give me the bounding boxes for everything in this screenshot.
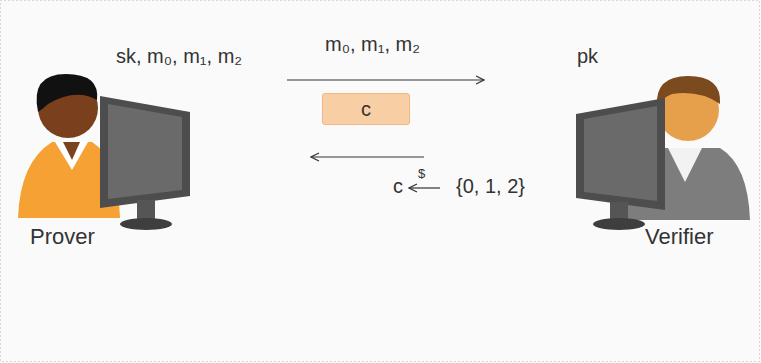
party-name: Verifier xyxy=(645,224,713,250)
challenge-var: c xyxy=(393,174,403,198)
random-mark: $ xyxy=(418,166,425,182)
sample-arrow xyxy=(409,187,440,188)
prover-input: sk, m₀, m₁, m₂ xyxy=(116,44,242,68)
message-arrow xyxy=(287,79,484,80)
verifier-input: pk xyxy=(577,44,598,68)
verifier-figure xyxy=(576,76,750,230)
message-label: m₀, m₁, m₂ xyxy=(325,32,420,56)
challenge-set: {0, 1, 2} xyxy=(456,174,525,198)
challenge-box: c xyxy=(322,93,410,125)
challenge-arrow xyxy=(311,156,424,157)
box-text: c xyxy=(361,97,371,121)
party-name: Prover xyxy=(30,224,95,250)
prover-figure xyxy=(18,74,190,230)
